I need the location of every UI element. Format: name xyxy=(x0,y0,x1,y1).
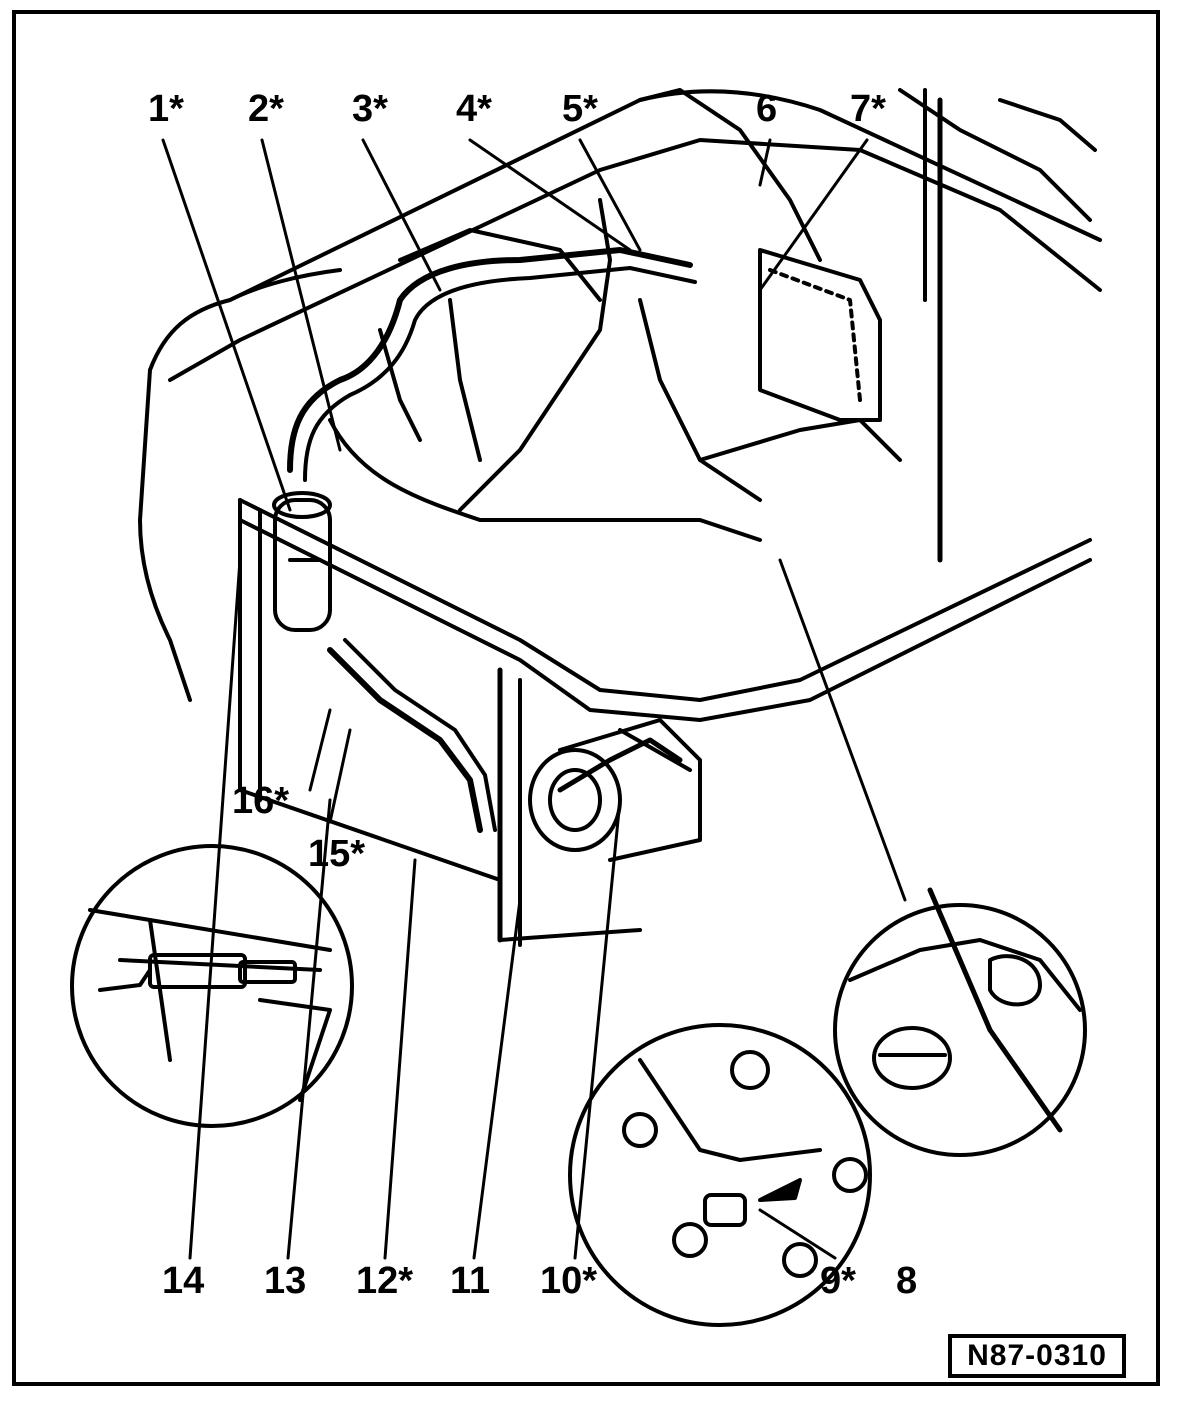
callout-6: 6 xyxy=(756,88,778,130)
callout-9: 9* xyxy=(820,1260,856,1302)
callout-14: 14 xyxy=(162,1260,205,1302)
callout-1: 1* xyxy=(148,88,184,130)
lock-carrier xyxy=(238,198,1092,947)
callout-16: 16* xyxy=(232,780,290,822)
body-outline xyxy=(138,88,1102,702)
callout-4: 4* xyxy=(456,88,492,130)
callout-10: 10* xyxy=(540,1260,598,1302)
callout-7: 7* xyxy=(850,88,886,130)
callout-11: 11 xyxy=(450,1260,491,1302)
reference-code: N87-0310 xyxy=(948,1334,1126,1378)
refrigerant-lines xyxy=(287,247,697,833)
callout-8: 8 xyxy=(896,1260,918,1302)
callout-5: 5* xyxy=(562,88,598,130)
detail-circle-valve xyxy=(568,1023,872,1327)
receiver-drier xyxy=(272,491,332,632)
leader-lines xyxy=(161,138,907,1260)
heater-module xyxy=(758,248,882,422)
callout-3: 3* xyxy=(352,88,388,130)
callout-13: 13 xyxy=(264,1260,307,1302)
callout-15: 15* xyxy=(308,833,366,875)
callout-12: 12* xyxy=(356,1260,414,1302)
callout-2: 2* xyxy=(248,88,284,130)
detail-circle-switch xyxy=(833,887,1087,1157)
detail-circle-sensor xyxy=(70,844,354,1128)
